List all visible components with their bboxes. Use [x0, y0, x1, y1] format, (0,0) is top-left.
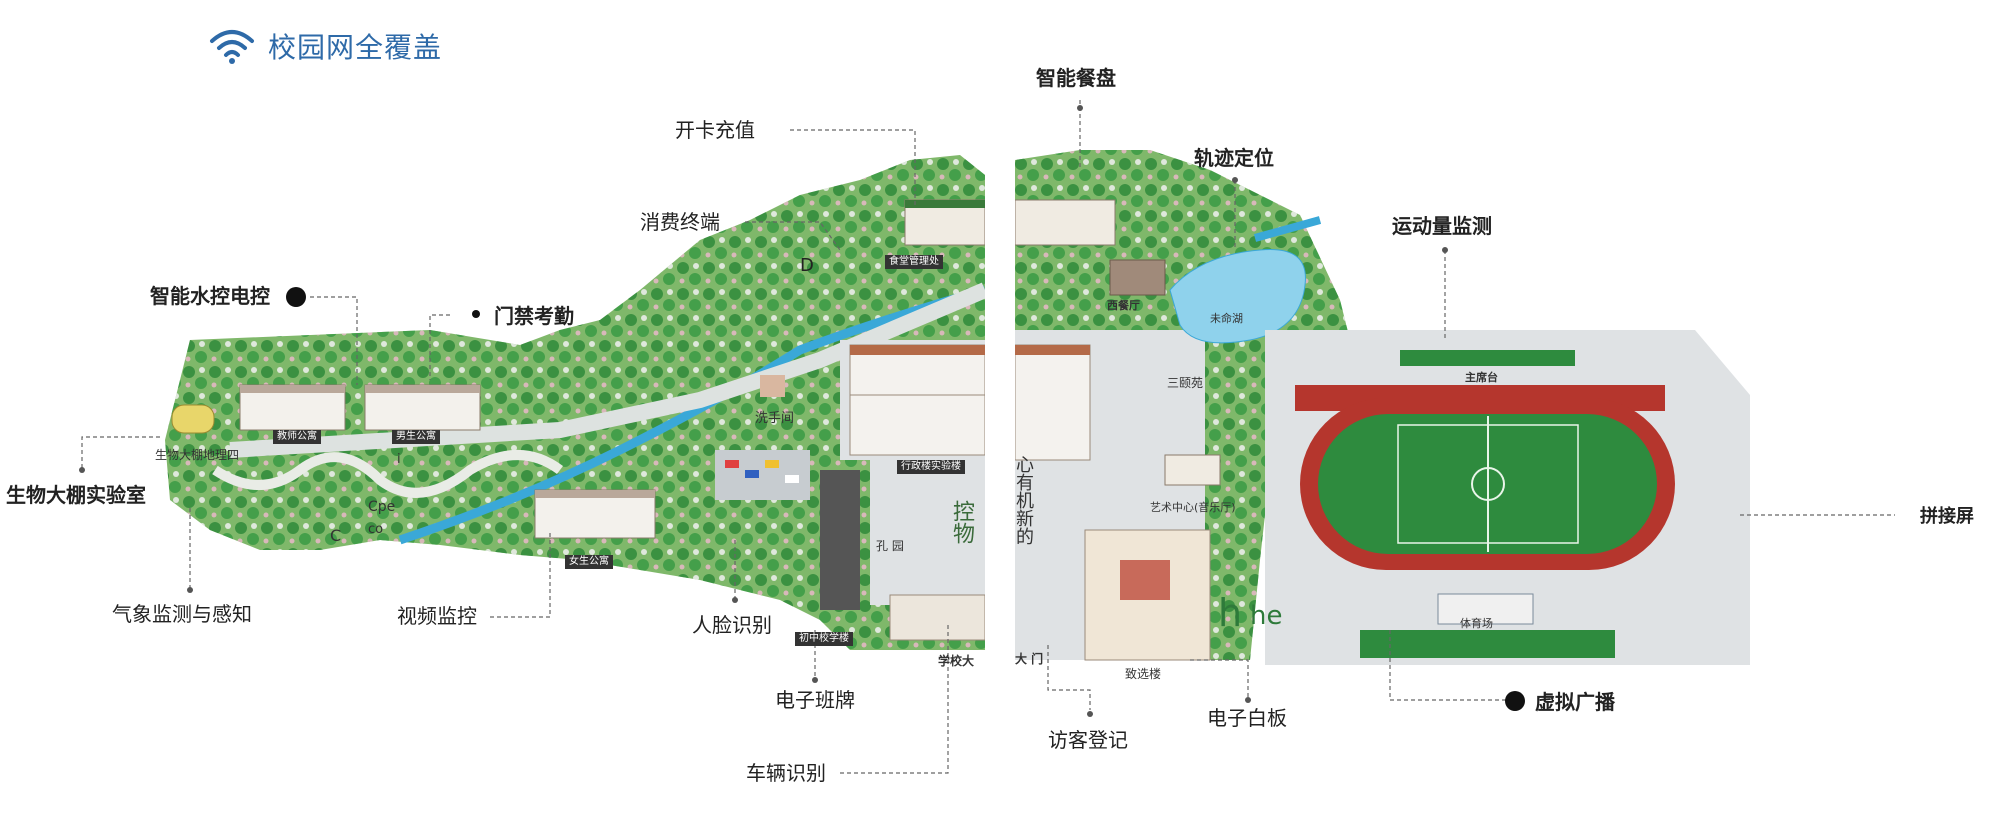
label-cheliang: 车辆识别 — [746, 761, 826, 785]
place-he: he — [1250, 601, 1283, 631]
place-cpe: Cpe — [368, 499, 396, 515]
place-shitang: 食堂管理处 — [885, 255, 943, 269]
place-kong: 孔 园 — [876, 539, 904, 553]
place-chuzhong: 初中校学楼 — [795, 632, 853, 646]
greenhouse — [171, 404, 215, 434]
bullet-icon — [286, 287, 306, 307]
place-zhixuan: 致选楼 — [1125, 667, 1162, 681]
lake — [1169, 248, 1306, 344]
label-renlian: 人脸识别 — [692, 613, 772, 637]
place-xingzheng: 行政楼实验楼 — [897, 460, 965, 474]
place-xinyouji: 心有机新的 — [1013, 455, 1034, 545]
place-xishou: 洗手间 — [755, 411, 795, 426]
page-title: 校园网全覆盖 — [268, 31, 443, 64]
place-d-mark: D — [800, 255, 814, 276]
label-guangbo: 虚拟广播 — [1535, 690, 1615, 714]
label-xiaofei: 消费终端 — [640, 210, 720, 234]
place-jiaoshi: 教师公寓 — [273, 430, 321, 444]
label-shipin: 视频监控 — [397, 604, 477, 628]
place-sanyi: 三颐苑 — [1167, 376, 1204, 390]
label-guiji: 轨迹定位 — [1194, 146, 1274, 170]
label-yundong: 运动量监测 — [1392, 214, 1492, 238]
place-c-mark: C — [330, 526, 342, 545]
page-title-group: 校园网全覆盖 — [208, 26, 442, 66]
art-center — [1164, 454, 1221, 486]
place-h: h — [1218, 591, 1243, 635]
place-i-mark: i — [397, 452, 401, 467]
place-nansheng: 男生公寓 — [392, 430, 440, 444]
label-pinjie: 拼接屏 — [1920, 506, 1974, 527]
place-damen: 大 门 — [1015, 652, 1044, 666]
label-kaika: 开卡充值 — [675, 118, 755, 142]
label-canpan: 智能餐盘 — [1036, 66, 1116, 90]
west-restaurant — [1109, 259, 1166, 296]
place-zhuxitai: 主席台 — [1465, 371, 1498, 384]
label-shengwu: 生物大棚实验室 — [6, 483, 146, 507]
place-shengwudapeng: 生物大棚地理四 — [155, 448, 240, 462]
bullet-icon — [472, 310, 480, 318]
place-co: co — [368, 522, 384, 537]
place-weimingh: 未命湖 — [1210, 312, 1243, 325]
place-tiyu: 体育场 — [1460, 617, 1493, 630]
label-banpai: 电子班牌 — [775, 688, 855, 712]
place-xicanting: 西餐厅 — [1107, 299, 1140, 312]
place-xuexiaoda: 学校大 — [938, 654, 975, 668]
wifi-icon — [210, 30, 254, 64]
label-shuikong: 智能水控电控 — [150, 284, 270, 308]
label-menjin: 门禁考勤 — [494, 304, 574, 328]
place-nvsheng: 女生公寓 — [565, 555, 613, 569]
label-qixiang: 气象监测与感知 — [112, 602, 252, 626]
label-baiban: 电子白板 — [1207, 706, 1287, 730]
bullet-icon — [1505, 691, 1525, 711]
place-yishu: 艺术中心(音乐厅) — [1150, 501, 1236, 514]
label-fangke: 访客登记 — [1048, 728, 1128, 752]
place-kongwu: 控物 — [949, 500, 974, 544]
